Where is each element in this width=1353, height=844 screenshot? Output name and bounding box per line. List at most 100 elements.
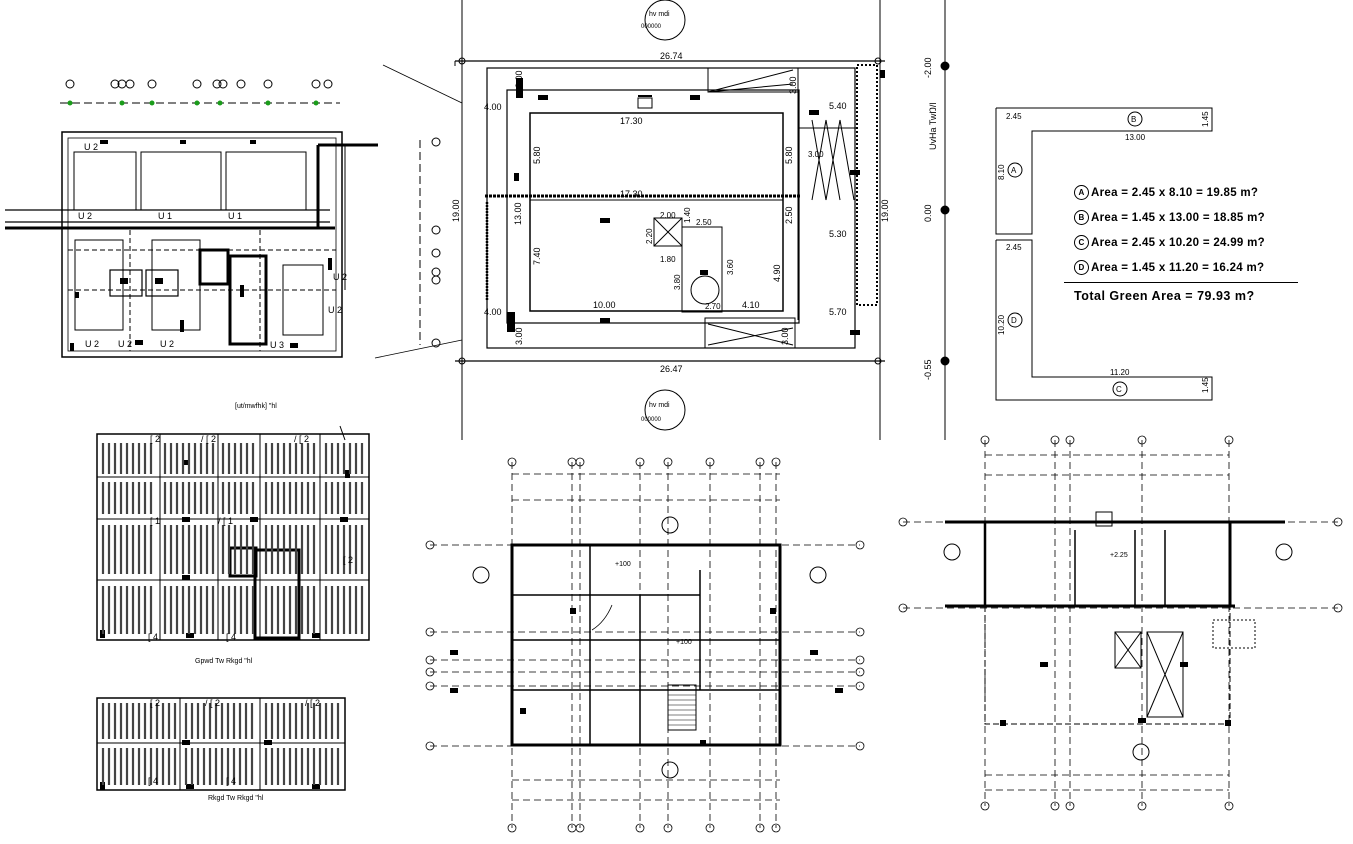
- south-code: 000000: [641, 417, 662, 423]
- zone-a-badge: A: [1074, 185, 1089, 200]
- zone-d-marker: D: [1011, 316, 1017, 325]
- grid-bubble: [1224, 801, 1234, 811]
- total-green-area: Total Green Area = 79.93 m?: [1074, 289, 1255, 303]
- area-row-b: B Area = 1.45 x 13.00 = 18.85 m?: [1074, 205, 1324, 230]
- grid-bubble: [1065, 801, 1075, 811]
- dim-c-h: 1.45: [1201, 377, 1210, 393]
- dim: 5.80: [784, 146, 794, 164]
- dim-d-w: 2.45: [1006, 243, 1022, 252]
- ground-roof-labels: [ 2 / [ 2 / [ 2 [ 1 / [ 1 [ 2 [ 4 [ 4 Gp…: [148, 434, 353, 665]
- right-top: 5.40: [829, 101, 847, 111]
- green-area-calculations: A Area = 2.45 x 8.10 = 19.85 m? B Area =…: [1074, 180, 1324, 280]
- foundation-plan: [5, 79, 378, 358]
- level-mark: +100: [676, 639, 692, 646]
- dim: 3.80: [673, 274, 682, 290]
- slab-tag: [ 4: [148, 776, 158, 786]
- first-roof-title: Rkgd Tw Rkgd "hl: [208, 795, 264, 802]
- dim: 4.10: [742, 300, 760, 310]
- grid-bubble: [425, 667, 435, 677]
- site-plan: [374, 0, 946, 440]
- inner-mid: 17.30: [620, 189, 643, 199]
- north-label: hv mdi: [649, 11, 670, 18]
- dim: 3.00: [514, 70, 524, 88]
- dim: 13.00: [513, 202, 523, 225]
- ground-roof-plan: [96, 425, 370, 641]
- grid-bubble: [663, 457, 673, 467]
- footing-tag: U 2: [78, 211, 92, 221]
- zone-b-marker: B: [1131, 115, 1136, 124]
- grid-bubble: [755, 457, 765, 467]
- dim-b-w: 13.00: [1125, 133, 1146, 142]
- dim: 2.20: [645, 228, 654, 244]
- footing-tag: U 1: [228, 211, 242, 221]
- zone-a-marker: A: [1011, 166, 1017, 175]
- grid-bubble: [507, 457, 517, 467]
- area-a-text: Area = 2.45 x 8.10 = 19.85 m?: [1091, 186, 1259, 199]
- slab-tag: / [ 2: [294, 434, 309, 444]
- grid-bubble: [755, 823, 765, 833]
- section-label: UvHa TwŊ/l: [928, 103, 938, 150]
- green-area-labels: B A D C 2.45 8.10 13.00 1.45 2.45 10.20 …: [997, 111, 1210, 394]
- grid-bubble: [635, 457, 645, 467]
- zone-c-badge: C: [1074, 235, 1089, 250]
- ground-roof-title: Gpwd Tw Rkgd "hl: [195, 658, 253, 665]
- footing-tag: U 2: [160, 339, 174, 349]
- left-top: 4.00: [484, 102, 502, 112]
- dim: 2.70: [705, 302, 721, 311]
- left-bot: 4.00: [484, 307, 502, 317]
- dim: 3.60: [726, 259, 735, 275]
- grid-bubble: [705, 823, 715, 833]
- grid-bubble: [771, 823, 781, 833]
- dim: 2.00: [660, 211, 676, 220]
- footing-tag: U 3: [270, 340, 284, 350]
- grid-bubble: [507, 823, 517, 833]
- roof-hatch: [101, 703, 340, 785]
- height-right: 19.00: [880, 199, 890, 222]
- slab-tag: [ 4: [226, 776, 236, 786]
- grid-bubble: [575, 823, 585, 833]
- first-floor-plan: [898, 435, 1343, 811]
- dim-a-h: 8.10: [997, 164, 1006, 180]
- grid-bubble: [705, 457, 715, 467]
- dim: 4.90: [772, 264, 782, 282]
- slab-tag: [ 4: [226, 632, 236, 642]
- area-row-a: A Area = 2.45 x 8.10 = 19.85 m?: [1074, 180, 1324, 205]
- dim: 1.80: [660, 255, 676, 264]
- dim: 10.00: [593, 300, 616, 310]
- area-d-text: Area = 1.45 x 11.20 = 16.24 m?: [1091, 261, 1265, 274]
- area-b-text: Area = 1.45 x 13.00 = 18.85 m?: [1091, 211, 1265, 224]
- slab-tag: / [ 1: [218, 516, 233, 526]
- height-left: 19.00: [451, 199, 461, 222]
- slab-tag: [ 2: [150, 434, 160, 444]
- first-roof-plan: [96, 697, 346, 791]
- dim: 3.00: [788, 76, 798, 94]
- grid-bubble: [980, 801, 990, 811]
- section-axis-labels: UvHa TwŊ/l -2.00 0.00 -0.55: [923, 57, 938, 380]
- grid-bubble: [771, 457, 781, 467]
- green-area-diagram: [995, 107, 1213, 401]
- area-row-d: D Area = 1.45 x 11.20 = 16.24 m?: [1074, 255, 1324, 280]
- level-mid: 0.00: [923, 204, 933, 222]
- grid-bubble: [855, 741, 865, 751]
- south-label: hv mdi: [649, 402, 670, 409]
- foundation-tags: U 2 U 2 U 1 U 1 U 2 U 2 U 2 U 3 U 2 U 2 …: [78, 142, 347, 410]
- dim: 3.00: [780, 327, 790, 345]
- top-width: 26.74: [660, 51, 683, 61]
- total-divider: [1064, 282, 1298, 283]
- right-mid: 5.30: [829, 229, 847, 239]
- section-axis: [940, 40, 950, 400]
- grid-bubble: [855, 627, 865, 637]
- grid-bubble: [1333, 517, 1343, 527]
- right-bot: 5.70: [829, 307, 847, 317]
- footing-tag: U 2: [333, 272, 347, 282]
- first-floor-labels: +2.25: [1110, 552, 1128, 559]
- grid-bubble: [898, 517, 908, 527]
- grid-bubble: [855, 667, 865, 677]
- level-bot: -0.55: [923, 359, 933, 380]
- grid-bubble: [575, 457, 585, 467]
- level-mark: +2.25: [1110, 552, 1128, 559]
- grid-bubble: [425, 540, 435, 550]
- footing-tag: U 2: [118, 339, 132, 349]
- foundation-plan-title: [ut/mwfhk] "hl: [235, 403, 277, 410]
